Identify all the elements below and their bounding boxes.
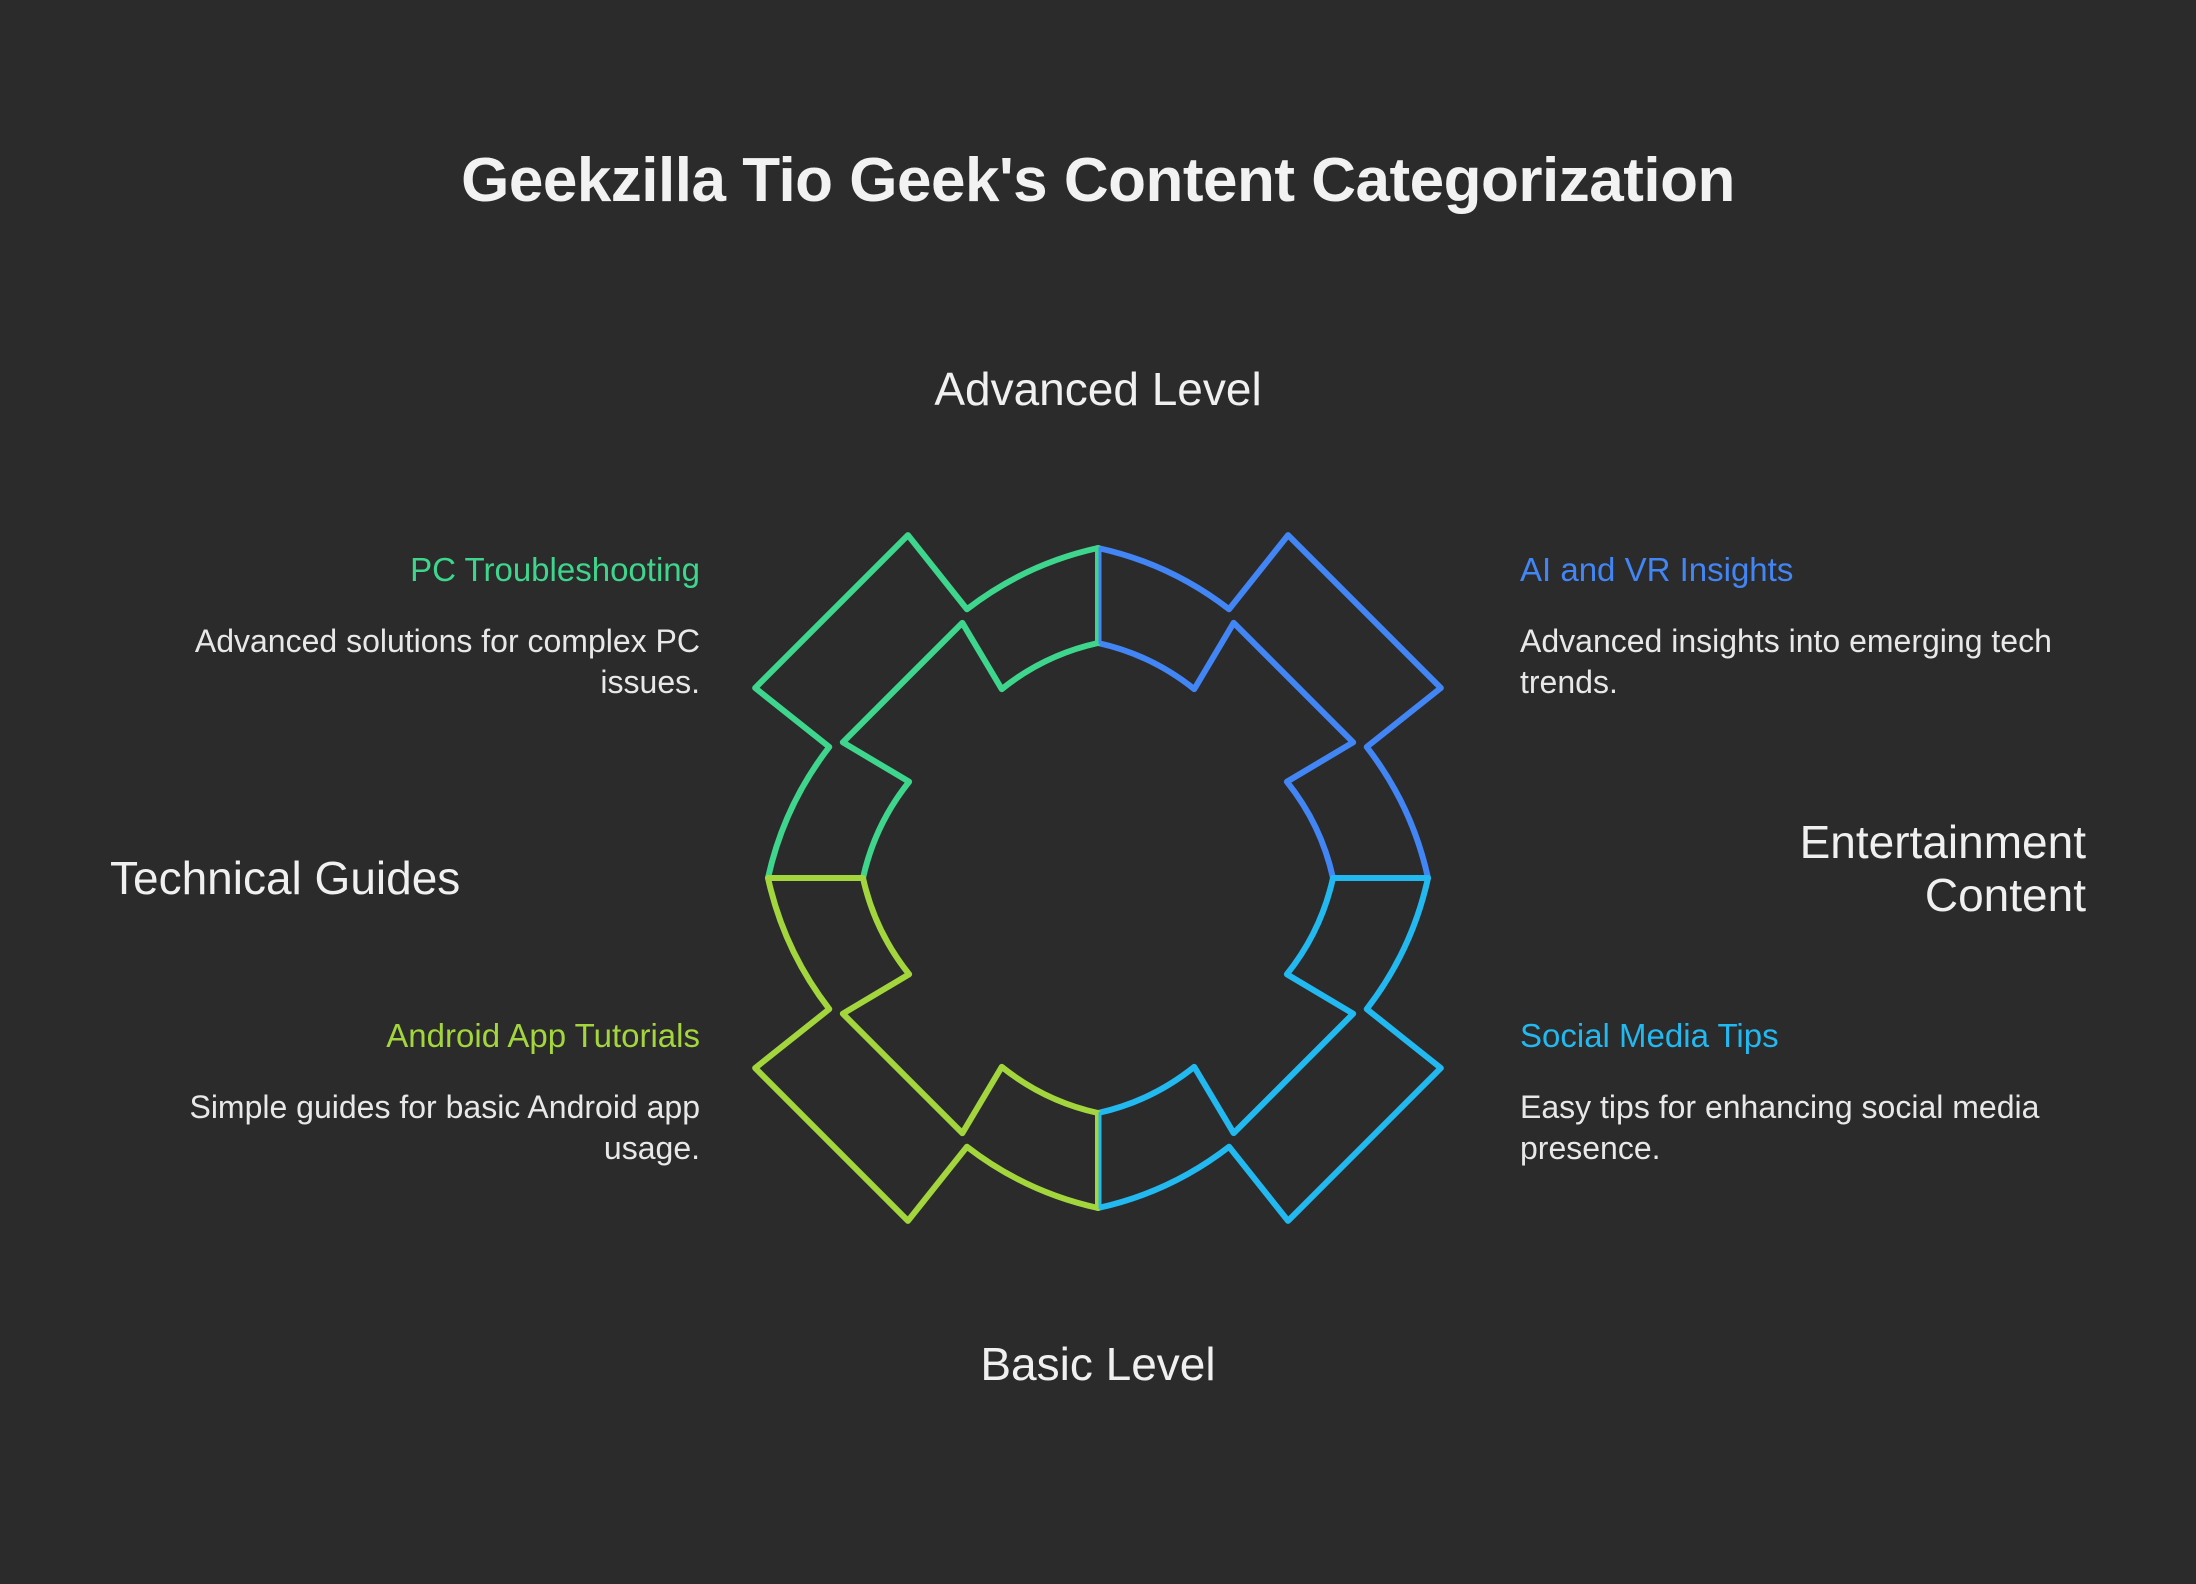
item-pc-troubleshooting: PC Troubleshooting Advanced solutions fo… — [140, 551, 700, 703]
item-social-media-tips: Social Media Tips Easy tips for enhancin… — [1520, 1017, 2080, 1169]
category-label-entertainment-content: Entertainment Content — [1486, 816, 2086, 923]
item-description: Easy tips for enhancing social media pre… — [1520, 1089, 2040, 1166]
gear-ring-segment — [1095, 875, 1357, 1137]
gear-ring-segment — [752, 532, 1101, 881]
gear-ring-segment — [839, 619, 1101, 881]
item-description: Simple guides for basic Android app usag… — [189, 1089, 700, 1166]
item-ai-and-vr-insights: AI and VR Insights Advanced insights int… — [1520, 551, 2080, 703]
level-label-advanced: Advanced Level — [934, 363, 1262, 415]
gear-ring-segment — [1095, 619, 1357, 881]
item-android-app-tutorials: Android App Tutorials Simple guides for … — [140, 1017, 700, 1169]
item-title: PC Troubleshooting — [410, 551, 700, 588]
category-label-line-1: Entertainment — [1799, 816, 2086, 868]
level-label-basic: Basic Level — [980, 1338, 1216, 1390]
gear-ring-segment — [839, 875, 1101, 1137]
item-description: Advanced solutions for complex PC issues… — [194, 623, 700, 700]
gear-ring-segment — [752, 875, 1101, 1224]
item-title: Android App Tutorials — [386, 1017, 700, 1054]
item-title: Social Media Tips — [1520, 1017, 1779, 1054]
gear-ring-diagram — [752, 532, 1444, 1224]
gear-ring-segment — [1095, 532, 1444, 881]
gear-ring-segment — [1095, 875, 1444, 1224]
category-label-line-2: Content — [1924, 869, 2086, 922]
item-title: AI and VR Insights — [1520, 551, 1794, 588]
category-label-technical-guides: Technical Guides — [110, 852, 461, 904]
item-description: Advanced insights into emerging tech tre… — [1520, 623, 2052, 700]
page-title: Geekzilla Tio Geek's Content Categorizat… — [461, 146, 1735, 215]
